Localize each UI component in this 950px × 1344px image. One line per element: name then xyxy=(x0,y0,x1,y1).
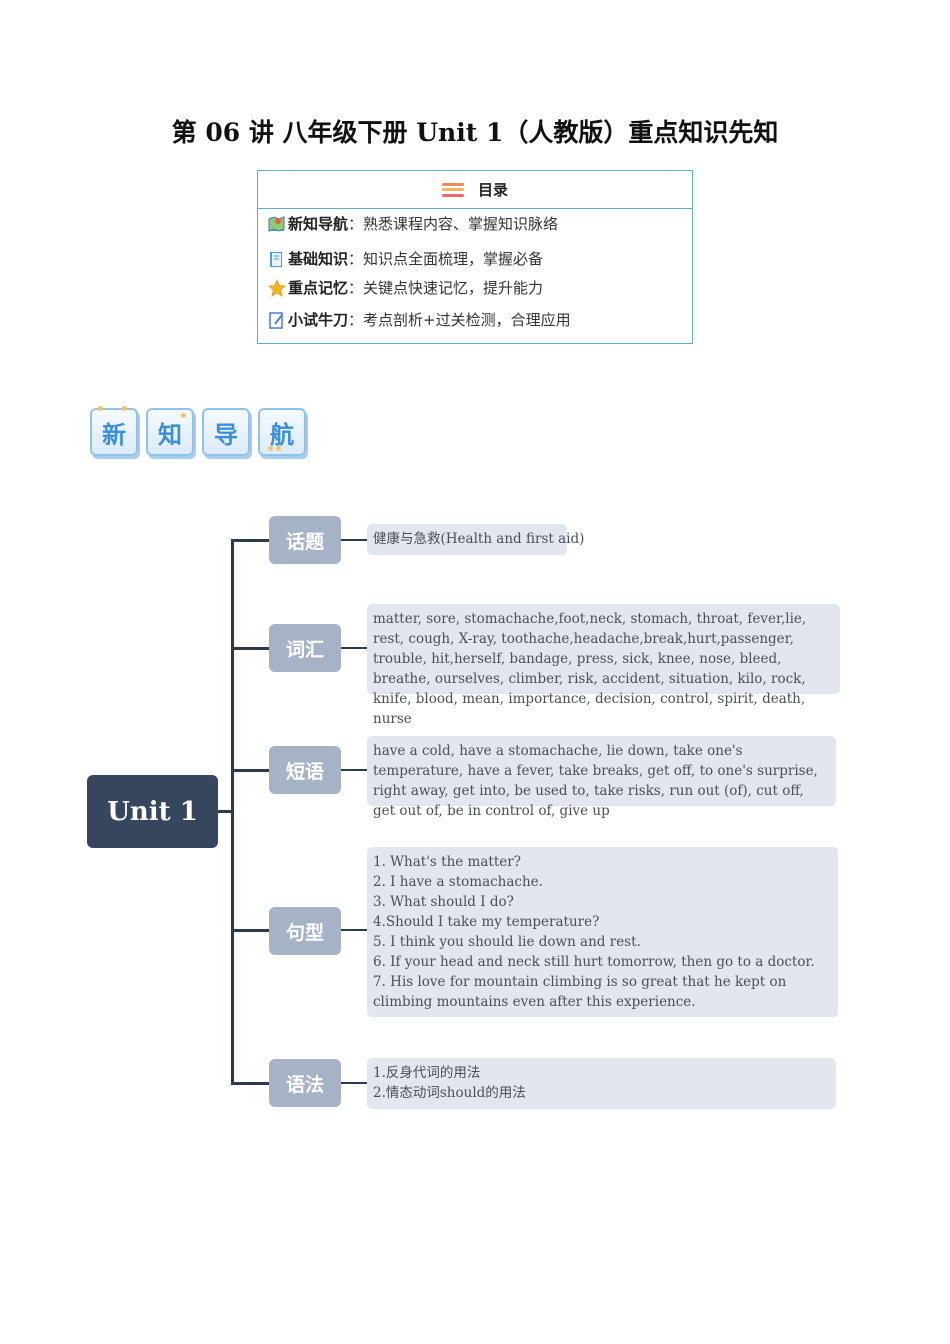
toc-item-key-memory[interactable]: 重点记忆：关键点快速记忆，提升能力 xyxy=(268,277,543,298)
edit-note-icon xyxy=(268,311,286,329)
toc-heading: 目录 xyxy=(477,181,508,199)
connector xyxy=(231,1082,269,1085)
star-icon xyxy=(268,278,286,297)
toc-item-navigation[interactable]: 新知导航：熟悉课程内容、掌握知识脉络 xyxy=(268,213,558,234)
connector xyxy=(218,810,232,813)
grammar-content: 1.反身代词的用法 2.情态动词should的用法 xyxy=(367,1058,836,1109)
connector xyxy=(231,647,269,650)
table-of-contents: 目录 新知导航：熟悉课程内容、掌握知识脉络 基础知识：知识点全面梳理，掌握必备 … xyxy=(257,170,693,344)
toc-item-basics[interactable]: 基础知识：知识点全面梳理，掌握必备 xyxy=(268,248,543,269)
connector xyxy=(231,539,269,542)
connector xyxy=(341,539,367,541)
vocabulary-content: matter, sore, stomachache,foot,neck, sto… xyxy=(367,604,840,727)
connector xyxy=(231,769,269,772)
toc-header: 目录 xyxy=(258,171,692,209)
section-heading-new-knowledge-navigation: 新 知 导 航 xyxy=(90,406,306,456)
toc-item-practice[interactable]: 小试牛刀：考点剖析+过关检测，合理应用 xyxy=(268,309,571,330)
connector xyxy=(341,929,367,931)
branch-topic: 话题 xyxy=(269,516,341,564)
phrases-content: have a cold, have a stomachache, lie dow… xyxy=(367,736,836,819)
sentence-patterns-content: 1. What's the matter? 2. I have a stomac… xyxy=(367,847,838,1017)
section-tile: 新 xyxy=(90,406,138,456)
branch-sentence-patterns: 句型 xyxy=(269,907,341,955)
topic-content: 健康与急救(Health and first aid) xyxy=(367,524,584,555)
section-tile: 知 xyxy=(146,408,194,456)
branch-vocabulary: 词汇 xyxy=(269,624,341,672)
section-tile: 航 xyxy=(258,408,306,456)
section-tile: 导 xyxy=(202,408,250,456)
page-title: 第 06 讲 八年级下册 Unit 1（人教版）重点知识先知 xyxy=(171,118,779,147)
connector xyxy=(341,647,367,649)
branch-grammar: 语法 xyxy=(269,1059,341,1107)
map-icon xyxy=(268,215,286,233)
connector xyxy=(341,1082,367,1084)
mindmap-root: Unit 1 xyxy=(87,775,218,848)
branch-phrases: 短语 xyxy=(269,746,341,794)
connector xyxy=(341,769,367,771)
list-icon xyxy=(441,182,464,197)
connector xyxy=(231,929,269,932)
connector xyxy=(231,539,234,1084)
book-icon xyxy=(268,250,286,268)
